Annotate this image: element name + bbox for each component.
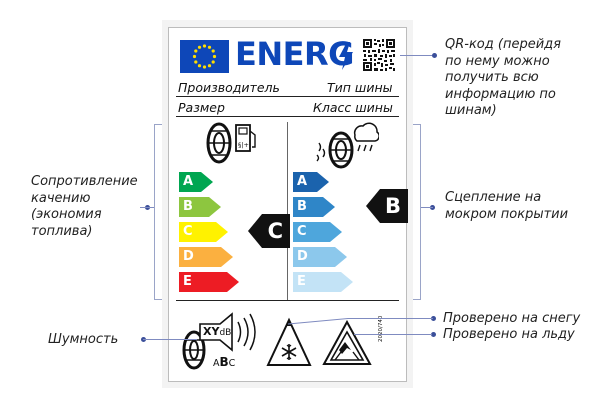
eu-flag-icon: [180, 40, 229, 73]
ice-mountain-icon: [322, 320, 372, 365]
tyre-class-field: Класс шины: [313, 100, 393, 115]
qr-callout-line: шинам): [445, 103, 497, 118]
wet-class-e-letter: E: [297, 274, 306, 289]
callout-dot: [432, 53, 437, 58]
fuel-class-a-letter: A: [183, 174, 194, 189]
callout-line: [143, 339, 197, 340]
wet-class-c: C: [293, 222, 342, 242]
fuel-pump-tyre-icon: §|+: [206, 122, 256, 164]
noise-class-a: A: [213, 358, 220, 369]
wet-rating-letter: B: [384, 194, 401, 218]
rolling-callout-line: топлива): [31, 223, 93, 239]
fuel-class-d-letter: D: [183, 249, 194, 264]
fuel-class-c-letter: C: [183, 224, 193, 239]
callout-dot: [431, 332, 436, 337]
ice-callout: Проверено на льду: [443, 327, 575, 342]
wet-bracket: [413, 124, 421, 300]
fuel-class-e-letter: E: [183, 274, 192, 289]
tyre-type-field: Тип шины: [327, 80, 393, 95]
speaker-tyre-icon: [182, 312, 256, 370]
wet-class-e: E: [293, 272, 353, 292]
fuel-rating-badge: C: [248, 214, 290, 248]
snow-callout-line: [288, 318, 433, 325]
qr-callout-line: получить всю: [445, 70, 539, 85]
fuel-class-c: C: [179, 222, 228, 242]
noise-value-label: XYdB: [203, 325, 231, 338]
qr-callout-line: информацию по: [445, 86, 556, 102]
rolling-callout-line: качению: [31, 190, 91, 206]
callout-line: [400, 55, 432, 56]
noise-value: XY: [203, 325, 220, 338]
wet-class-b: B: [293, 197, 335, 217]
fuel-class-a: A: [179, 172, 213, 192]
fuel-class-b: B: [179, 197, 221, 217]
noise-callout: Шумность: [48, 332, 119, 347]
snowflake-mountain-icon: [266, 317, 312, 366]
divider: [176, 116, 399, 117]
qr-callout-line: QR-код (перейдя: [445, 37, 561, 52]
wet-class-c-letter: C: [297, 224, 307, 239]
wet-class-a: A: [293, 172, 329, 192]
energy-word: ENERG: [235, 35, 354, 73]
wet-class-b-letter: B: [297, 199, 307, 214]
fuel-class-d: D: [179, 247, 233, 267]
section-divider: [287, 122, 288, 300]
noise-class-selected: B: [219, 355, 229, 369]
plug-bolt-icon: [339, 42, 353, 70]
rolling-callout-line: (экономия: [31, 207, 102, 222]
divider: [176, 300, 399, 301]
wet-class-a-letter: A: [297, 174, 308, 189]
callout-line: [140, 207, 154, 208]
qr-callout: QR-код (перейдя по нему можно получить в…: [445, 37, 561, 120]
noise-unit: dB: [219, 328, 232, 338]
wet-callout: Сцепление на мокром покрытии: [445, 190, 568, 223]
wet-callout-line: мокром покрытии: [445, 206, 569, 222]
manufacturer-field: Производитель: [178, 80, 280, 95]
rain-cloud-tyre-icon: [316, 122, 379, 169]
wet-class-d-letter: D: [297, 249, 308, 264]
qr-code-icon: [362, 38, 396, 72]
energy-heading: ENERG: [235, 34, 354, 74]
svg-text:§|+: §|+: [238, 141, 249, 149]
fuel-rating-letter: C: [267, 219, 283, 243]
rolling-bracket: [154, 124, 162, 300]
callout-dot: [431, 316, 436, 321]
rolling-callout-line: Сопротивление: [31, 174, 138, 189]
noise-class-scale: ABC: [213, 355, 235, 369]
callout-line: [421, 207, 433, 208]
rolling-callout: Сопротивление качению (экономия топлива): [31, 174, 138, 240]
fuel-class-e: E: [179, 272, 239, 292]
wet-class-d: D: [293, 247, 347, 267]
fuel-class-b-letter: B: [183, 199, 193, 214]
wet-callout-line: Сцепление на: [445, 190, 542, 205]
snow-callout: Проверено на снегу: [443, 311, 581, 326]
qr-callout-line: по нему можно: [445, 53, 550, 69]
size-field: Размер: [178, 100, 225, 115]
divider: [176, 96, 399, 97]
callout-line: [354, 334, 432, 335]
noise-class-c: C: [228, 358, 236, 369]
